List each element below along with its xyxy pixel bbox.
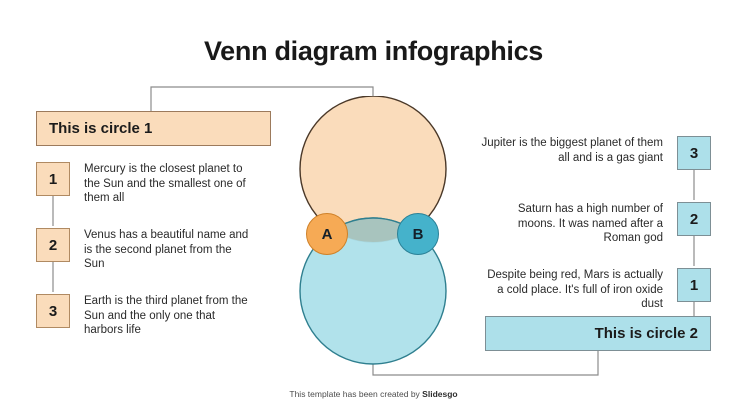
list-item-text: Saturn has a high number of moons. It wa…: [517, 203, 663, 244]
list-item-text: Mercury is the closest planet to the Sun…: [84, 163, 246, 204]
number-badge: 2: [36, 228, 70, 262]
list-item[interactable]: Saturn has a high number of moons. It wa…: [441, 202, 711, 246]
circle2-header-label: This is circle 2: [594, 325, 698, 342]
list-item[interactable]: 2 Venus has a beautiful name and is the …: [36, 228, 254, 272]
list-item[interactable]: 1 Mercury is the closest planet to the S…: [36, 162, 254, 206]
list-item[interactable]: Jupiter is the biggest planet of them al…: [441, 136, 711, 170]
footer-prefix: This template has been created by: [289, 389, 423, 399]
number-badge: 3: [677, 136, 711, 170]
venn-label-a: A: [306, 213, 348, 255]
circle1-header[interactable]: This is circle 1: [36, 111, 271, 146]
page-title: Venn diagram infographics: [203, 36, 544, 66]
list-item-text: Despite being red, Mars is actually a co…: [487, 269, 663, 310]
list-item-text: Earth is the third planet from the Sun a…: [84, 295, 248, 336]
list-item[interactable]: Despite being red, Mars is actually a co…: [441, 268, 711, 312]
venn-diagram: [299, 96, 447, 365]
number-badge: 2: [677, 202, 711, 236]
circle2-header[interactable]: This is circle 2: [485, 316, 711, 351]
number-badge: 3: [36, 294, 70, 328]
circle1-header-label: This is circle 1: [49, 120, 153, 137]
footer-brand[interactable]: Slidesgo: [422, 389, 458, 399]
venn-intersection: [300, 217, 446, 242]
list-item-text: Jupiter is the biggest planet of them al…: [481, 137, 663, 164]
number-badge: 1: [677, 268, 711, 302]
venn-label-b: B: [397, 213, 439, 255]
number-badge: 1: [36, 162, 70, 196]
list-item-text: Venus has a beautiful name and is the se…: [84, 229, 249, 270]
list-item[interactable]: 3 Earth is the third planet from the Sun…: [36, 294, 254, 338]
footer-credit: This template has been created by Slides…: [0, 389, 747, 399]
